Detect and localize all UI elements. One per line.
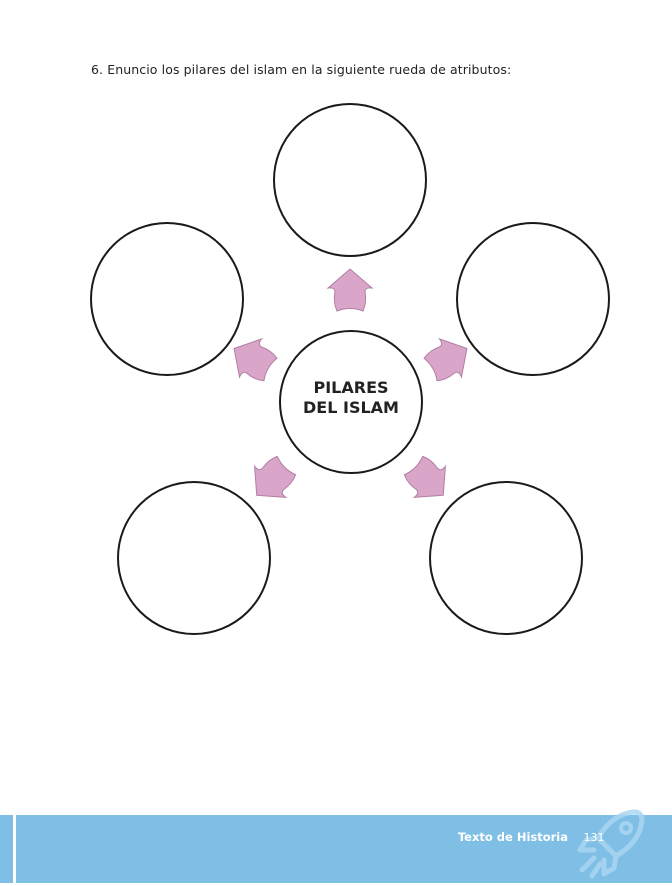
arrow-bottom-left — [253, 455, 297, 499]
rocket-icon — [577, 809, 645, 879]
outer-circle-left[interactable] — [90, 222, 244, 376]
outer-circle-right[interactable] — [456, 222, 610, 376]
center-label-line1: PILARES — [313, 378, 389, 397]
arrow-top — [326, 268, 374, 312]
instruction-text: 6. Enuncio los pilares del islam en la s… — [91, 62, 512, 77]
arrow-bottom-right — [403, 455, 447, 499]
arrow-left — [233, 337, 278, 382]
page-number: 131 — [583, 831, 605, 844]
footer-title: Texto de Historia — [457, 830, 568, 844]
outer-circle-bottom-right[interactable] — [429, 481, 583, 635]
center-circle — [279, 330, 423, 474]
footer-accent-line — [13, 815, 16, 883]
footer-band — [0, 815, 672, 883]
footer-bottom-line — [0, 883, 672, 886]
center-label: PILARES DEL ISLAM — [290, 378, 412, 418]
center-label-line2: DEL ISLAM — [303, 398, 399, 417]
arrow-right — [423, 337, 468, 382]
outer-circle-bottom-left[interactable] — [117, 481, 271, 635]
outer-circle-top[interactable] — [273, 103, 427, 257]
